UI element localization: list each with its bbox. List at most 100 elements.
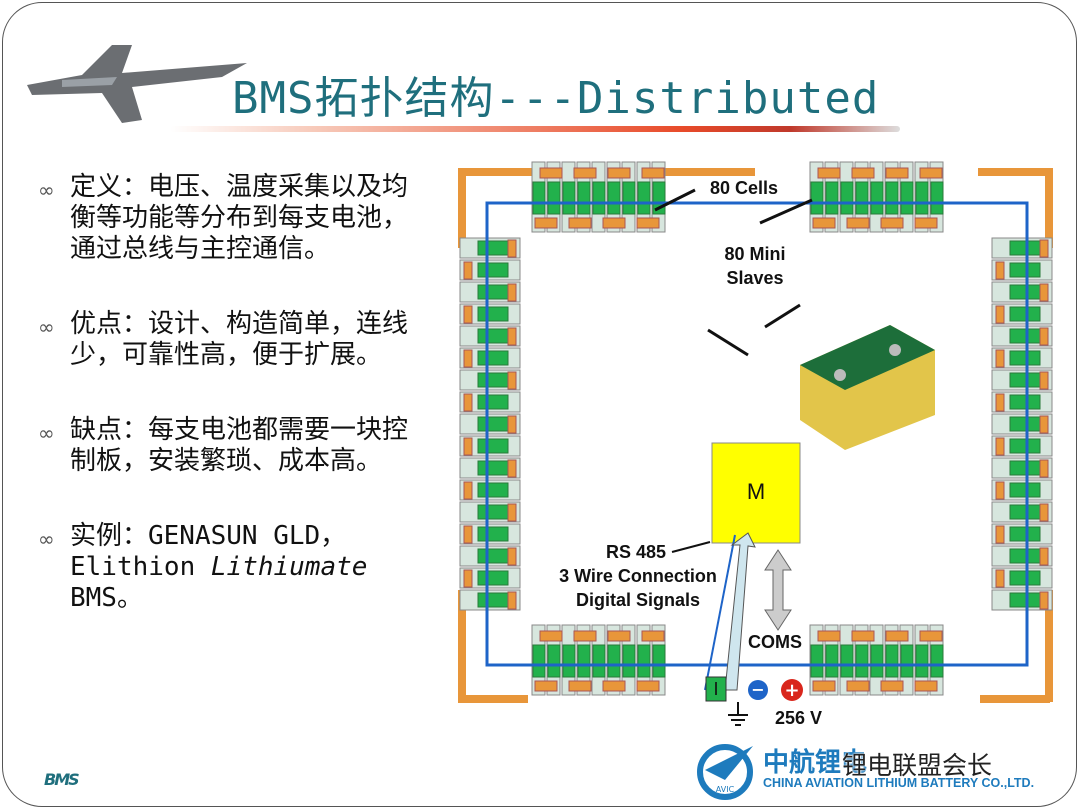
cell	[477, 350, 509, 366]
cell-link	[880, 680, 904, 692]
cell	[885, 181, 899, 215]
bus-bar	[458, 695, 528, 703]
watermark: 锂电联盟会长	[842, 751, 993, 780]
cell	[477, 394, 509, 410]
cell-link	[507, 547, 517, 566]
cell	[637, 644, 651, 678]
communication-wire	[485, 201, 1029, 667]
cell-link	[1039, 283, 1049, 302]
cell-link	[507, 503, 517, 522]
cell-link	[507, 415, 517, 434]
cell-link	[885, 167, 909, 179]
cell-link	[607, 630, 631, 642]
cell-link	[641, 630, 665, 642]
cell-link	[846, 680, 870, 692]
cell-link	[463, 305, 473, 324]
cell-link	[995, 349, 1005, 368]
cell	[1009, 482, 1041, 498]
cell-link	[507, 591, 517, 610]
cell-link	[1039, 327, 1049, 346]
cell	[477, 548, 509, 564]
bullet-list: ∞定义：电压、温度采集以及均衡等功能等分布到每支电池，通过总线与主控通信。 ∞优…	[38, 172, 408, 658]
cell-link	[817, 630, 841, 642]
cell-link	[1039, 415, 1049, 434]
cell-link	[880, 217, 904, 229]
cell	[885, 644, 899, 678]
cell-link	[636, 680, 660, 692]
cell-link	[919, 630, 943, 642]
cell	[577, 181, 591, 215]
cell-link	[1039, 239, 1049, 258]
bullet-symbol-icon: ∞	[38, 527, 55, 551]
cells-label: 80 Cells	[710, 178, 779, 198]
bms-logo: BMS	[44, 770, 80, 789]
cell	[637, 181, 651, 215]
cell-link	[995, 393, 1005, 412]
cell-link	[812, 217, 836, 229]
bus-bar	[978, 168, 1053, 176]
cell-link	[463, 437, 473, 456]
cell	[477, 372, 509, 388]
cell	[532, 644, 546, 678]
cell-link	[1039, 371, 1049, 390]
cell	[840, 181, 854, 215]
cell	[477, 306, 509, 322]
cell	[810, 644, 824, 678]
title-underline	[170, 126, 900, 132]
cell-link	[507, 327, 517, 346]
avic-logo-icon: AVIC	[697, 744, 753, 800]
fighter-jet-image	[27, 45, 247, 123]
cell	[477, 284, 509, 300]
cell	[900, 644, 914, 678]
negative-terminal-icon	[748, 680, 768, 700]
cell	[930, 181, 944, 215]
cell	[1009, 284, 1041, 300]
bus-bar	[458, 590, 466, 702]
cell	[825, 644, 839, 678]
cell-link	[463, 481, 473, 500]
cell-link	[995, 437, 1005, 456]
cell	[1009, 328, 1041, 344]
page-title: BMS拓扑结构---Distributed	[232, 73, 880, 124]
cell	[547, 181, 561, 215]
cell-link	[463, 261, 473, 280]
cell	[562, 644, 576, 678]
cell-link	[812, 680, 836, 692]
cell-link	[995, 481, 1005, 500]
bullet-symbol-icon: ∞	[38, 178, 55, 202]
interface-label: I	[713, 679, 719, 699]
cell-link	[507, 239, 517, 258]
bus-bar	[458, 168, 466, 248]
cell	[477, 262, 509, 278]
cell	[1009, 438, 1041, 454]
cell-link	[463, 393, 473, 412]
cell	[825, 181, 839, 215]
cell	[607, 644, 621, 678]
cell	[547, 644, 561, 678]
svg-text:+: +	[784, 680, 799, 701]
company-name-cn: 中航锂电	[763, 748, 868, 778]
cell-link	[534, 680, 558, 692]
cell-link	[463, 569, 473, 588]
cell-link	[463, 525, 473, 544]
cell-link	[602, 680, 626, 692]
company-logo: AVIC 中航锂电 CHINA AVIATION LITHIUM BATTERY…	[695, 740, 1034, 806]
cell-link	[607, 167, 631, 179]
cell	[900, 181, 914, 215]
cell	[652, 644, 666, 678]
cell	[1009, 548, 1041, 564]
cell	[1009, 394, 1041, 410]
cell	[870, 644, 884, 678]
cell	[577, 644, 591, 678]
cell-link	[1039, 547, 1049, 566]
cell	[1009, 262, 1041, 278]
cell	[915, 644, 929, 678]
cell-link	[914, 680, 938, 692]
cell	[622, 644, 636, 678]
bullet-symbol-icon: ∞	[38, 315, 55, 339]
cell-link	[1039, 503, 1049, 522]
bullet-disadvantages: ∞缺点：每支电池都需要一块控制板，安装繁琐、成本高。	[38, 415, 409, 476]
diagram-canvas: − +	[458, 161, 1053, 726]
